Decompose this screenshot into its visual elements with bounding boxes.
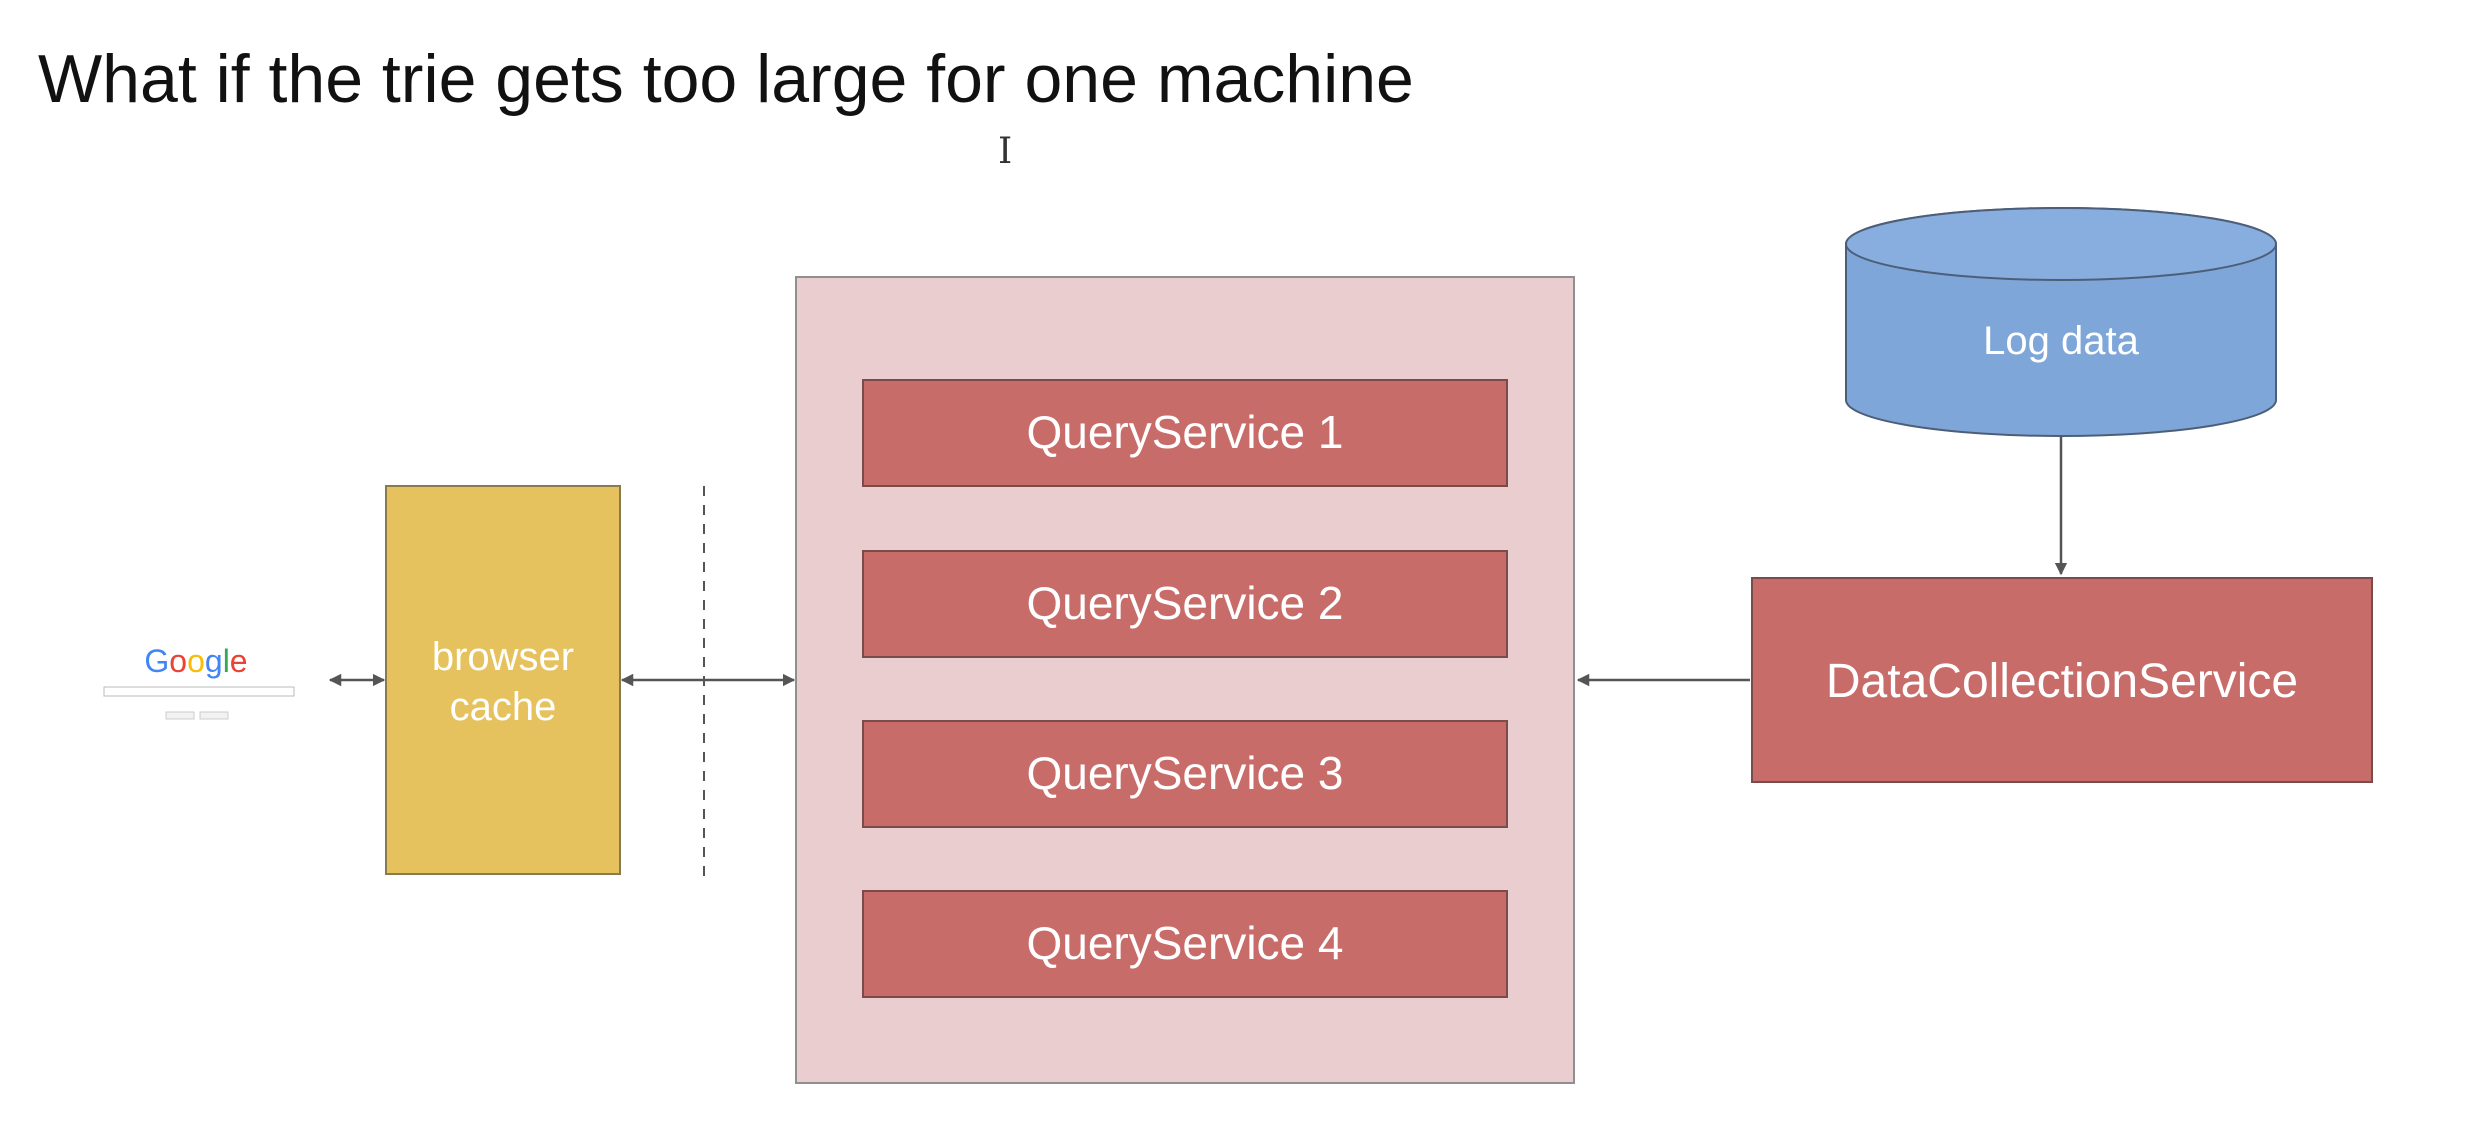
google-search-box	[103, 686, 295, 697]
data-collection-service-node: DataCollectionService	[1751, 577, 2373, 783]
query-service-3-box	[862, 720, 1508, 828]
svg-text:Google: Google	[144, 643, 247, 679]
google-logo-letter: G	[144, 643, 169, 679]
google-logo-letter: o	[169, 643, 187, 679]
log-data-label: Log data	[1983, 319, 2139, 363]
database-top	[1845, 207, 2277, 281]
browser-cache-label-line1: browser	[432, 635, 574, 679]
query-service-cluster: QueryService 1 QueryService 2 QueryServi…	[795, 276, 1575, 1084]
google-search-button	[165, 711, 195, 720]
google-logo-letter: g	[205, 643, 223, 679]
google-lucky-button	[199, 711, 229, 720]
query-service-2-box	[862, 550, 1508, 658]
data-collection-service-label: DataCollectionService	[1826, 655, 2298, 708]
query-service-4-box	[862, 890, 1508, 998]
google-logo-letter: e	[230, 643, 248, 679]
google-logo-letter: l	[223, 643, 230, 679]
browser-cache-label-line2: cache	[450, 685, 557, 729]
google-logo-letter: o	[187, 643, 205, 679]
google-search-thumbnail: Google	[103, 643, 295, 720]
query-service-1-box	[862, 379, 1508, 487]
query-service-4-label: QueryService 4	[1026, 917, 1343, 969]
browser-cache-box	[385, 485, 621, 875]
log-data-database: Log data	[1845, 207, 2277, 437]
browser-cache-node: browser cache	[385, 485, 621, 875]
text-cursor-icon: I	[998, 131, 1013, 172]
query-service-1-label: QueryService 1	[1026, 406, 1343, 458]
slide-title: What if the trie gets too large for one …	[38, 41, 1414, 117]
data-collection-service-box	[1751, 577, 2373, 783]
query-service-3-label: QueryService 3	[1026, 747, 1343, 799]
query-service-2-label: QueryService 2	[1026, 577, 1343, 629]
